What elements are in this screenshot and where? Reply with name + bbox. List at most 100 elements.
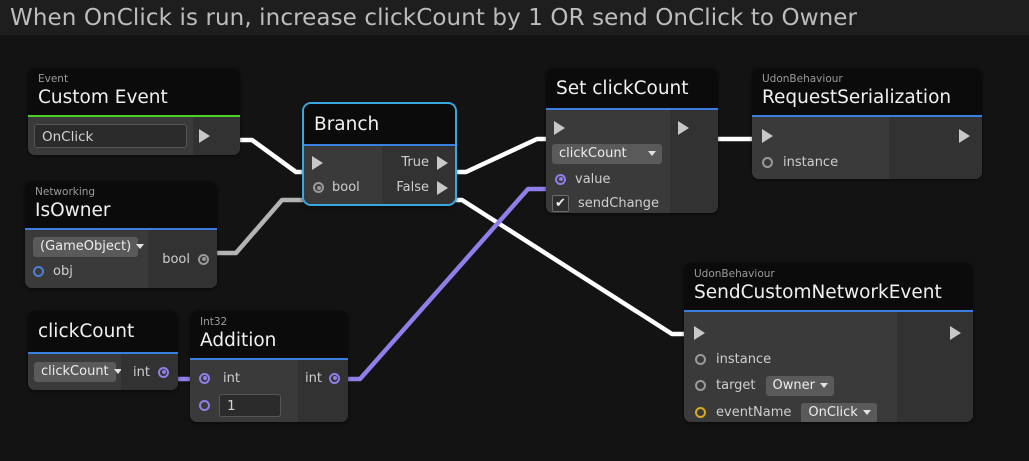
set-click-count-variable-row: clickCount bbox=[546, 141, 670, 167]
send-change-checkbox[interactable]: ✔ bbox=[552, 195, 569, 212]
int-output-label: int bbox=[305, 370, 322, 386]
request-serialization-flow-output-row bbox=[889, 123, 982, 149]
node-send-custom-network-event-left-col: instance target Owner eventName OnClick bbox=[684, 312, 897, 422]
int-output-port-icon[interactable] bbox=[329, 372, 340, 384]
node-custom-event-header: Event Custom Event bbox=[28, 68, 240, 115]
target-input-port-icon[interactable] bbox=[695, 380, 706, 391]
addition-input-a-row: int bbox=[190, 365, 298, 391]
click-count-variable-dropdown-label: clickCount bbox=[41, 364, 109, 379]
value-input-port-icon[interactable] bbox=[555, 173, 566, 185]
node-set-click-count-accent bbox=[546, 108, 718, 110]
is-owner-object-dropdown[interactable]: (GameObject) bbox=[33, 237, 145, 257]
flow-output-port-icon[interactable] bbox=[678, 121, 689, 135]
node-is-owner-title: IsOwner bbox=[35, 200, 111, 221]
flow-input-port-icon[interactable] bbox=[312, 155, 323, 170]
is-owner-object-dropdown-label: (GameObject) bbox=[40, 239, 132, 254]
node-is-owner[interactable]: Networking IsOwner (GameObject) obj bool bbox=[25, 181, 217, 288]
flow-output-true-port-icon[interactable] bbox=[437, 155, 448, 170]
event-name-dropdown[interactable]: OnClick bbox=[801, 402, 877, 422]
node-send-custom-network-event-subtitle: UdonBehaviour bbox=[694, 268, 775, 280]
branch-true-label: True bbox=[401, 155, 429, 170]
node-is-owner-left-col: (GameObject) obj bbox=[25, 230, 148, 288]
node-request-serialization-header: UdonBehaviour RequestSerialization bbox=[752, 68, 982, 115]
chevron-down-icon bbox=[648, 151, 656, 156]
addition-output-row: int bbox=[298, 365, 348, 391]
event-name-input[interactable]: OnClick bbox=[34, 124, 187, 148]
set-click-count-flow-output-row bbox=[670, 115, 718, 141]
obj-input-label: obj bbox=[53, 263, 73, 279]
node-custom-event-body: OnClick bbox=[28, 117, 240, 155]
branch-bool-input-row: bool bbox=[304, 175, 382, 200]
node-addition-body: int 1 int bbox=[190, 360, 348, 422]
wire-is-owner-to-branch bbox=[212, 197, 312, 256]
node-set-click-count-title: Set clickCount bbox=[556, 78, 689, 99]
node-set-click-count[interactable]: Set clickCount clickCount value bbox=[546, 68, 718, 213]
bool-output-label: bool bbox=[162, 251, 190, 267]
chevron-down-icon bbox=[113, 369, 122, 374]
node-addition-right-col: int bbox=[298, 360, 348, 422]
is-owner-object-row: (GameObject) bbox=[25, 235, 148, 259]
node-addition-left-col: int 1 bbox=[190, 360, 298, 422]
node-click-count-variable[interactable]: clickCount clickCount int bbox=[28, 311, 178, 390]
node-send-custom-network-event-title: SendCustomNetworkEvent bbox=[694, 282, 942, 303]
node-request-serialization-subtitle: UdonBehaviour bbox=[762, 73, 843, 85]
addition-input-b-row: 1 bbox=[190, 391, 298, 419]
node-is-owner-right-col: bool bbox=[148, 230, 217, 288]
value-input-label: value bbox=[575, 171, 611, 187]
node-is-owner-header: Networking IsOwner bbox=[25, 181, 217, 228]
node-set-click-count-header: Set clickCount bbox=[546, 68, 718, 108]
node-branch-body: bool True False bbox=[304, 146, 455, 204]
node-addition-title: Addition bbox=[200, 330, 277, 351]
send-change-label: sendChange bbox=[578, 196, 660, 211]
node-request-serialization-left-col: instance bbox=[752, 117, 889, 179]
flow-output-port-icon[interactable] bbox=[959, 129, 970, 143]
flow-output-port-icon[interactable] bbox=[199, 129, 210, 143]
node-branch[interactable]: Branch bool True False bbox=[302, 102, 457, 206]
chevron-down-icon bbox=[819, 382, 828, 388]
node-request-serialization-title: RequestSerialization bbox=[762, 87, 952, 108]
set-click-count-variable-label: clickCount bbox=[559, 146, 627, 161]
instance-input-port-icon[interactable] bbox=[762, 156, 773, 168]
instance-input-port-icon[interactable] bbox=[695, 353, 706, 365]
flow-input-port-icon[interactable] bbox=[554, 121, 565, 135]
int-input-b-field[interactable]: 1 bbox=[219, 393, 281, 417]
scne-instance-row: instance bbox=[684, 346, 897, 372]
flow-input-port-icon[interactable] bbox=[762, 129, 773, 143]
int-input-a-port-icon[interactable] bbox=[199, 372, 210, 384]
event-name-input-label: eventName bbox=[716, 405, 792, 420]
bool-output-port-icon[interactable] bbox=[198, 253, 209, 265]
node-branch-accent bbox=[304, 144, 455, 146]
node-click-count-variable-left-col: clickCount bbox=[28, 354, 122, 390]
click-count-variable-dropdown[interactable]: clickCount bbox=[34, 362, 122, 382]
flow-output-port-icon[interactable] bbox=[950, 325, 961, 340]
event-name-input-port-icon[interactable] bbox=[695, 407, 706, 418]
target-input-label: target bbox=[716, 378, 756, 393]
node-addition-subtitle: Int32 bbox=[200, 316, 228, 328]
target-dropdown[interactable]: Owner bbox=[765, 375, 834, 396]
node-custom-event-right-col bbox=[193, 117, 240, 155]
node-request-serialization[interactable]: UdonBehaviour RequestSerialization insta… bbox=[752, 68, 982, 179]
int-input-b-port-icon[interactable] bbox=[199, 399, 210, 411]
node-addition[interactable]: Int32 Addition int 1 int bbox=[190, 311, 348, 422]
node-send-custom-network-event-accent bbox=[684, 310, 973, 312]
node-branch-title: Branch bbox=[314, 114, 380, 135]
set-click-count-flow-input-row bbox=[546, 115, 670, 141]
node-custom-event-left-col: OnClick bbox=[28, 117, 193, 155]
int-output-port-icon[interactable] bbox=[158, 366, 169, 378]
obj-input-port-icon[interactable] bbox=[33, 265, 44, 277]
branch-bool-input-label: bool bbox=[332, 180, 360, 195]
node-branch-left-col: bool bbox=[304, 146, 382, 204]
page-title: When OnClick is run, increase clickCount… bbox=[10, 4, 858, 31]
node-addition-header: Int32 Addition bbox=[190, 311, 348, 358]
flow-output-false-port-icon[interactable] bbox=[437, 180, 448, 195]
node-click-count-variable-title: clickCount bbox=[38, 321, 135, 342]
node-send-custom-network-event[interactable]: UdonBehaviour SendCustomNetworkEvent ins… bbox=[684, 263, 973, 422]
chevron-down-icon bbox=[136, 244, 145, 249]
node-addition-accent bbox=[190, 358, 348, 360]
branch-bool-input-port-icon[interactable] bbox=[313, 182, 324, 193]
node-custom-event[interactable]: Event Custom Event OnClick bbox=[28, 68, 240, 155]
set-click-count-variable-dropdown[interactable]: clickCount bbox=[552, 144, 662, 164]
graph-header: When OnClick is run, increase clickCount… bbox=[0, 0, 1029, 36]
flow-input-port-icon[interactable] bbox=[694, 325, 705, 340]
